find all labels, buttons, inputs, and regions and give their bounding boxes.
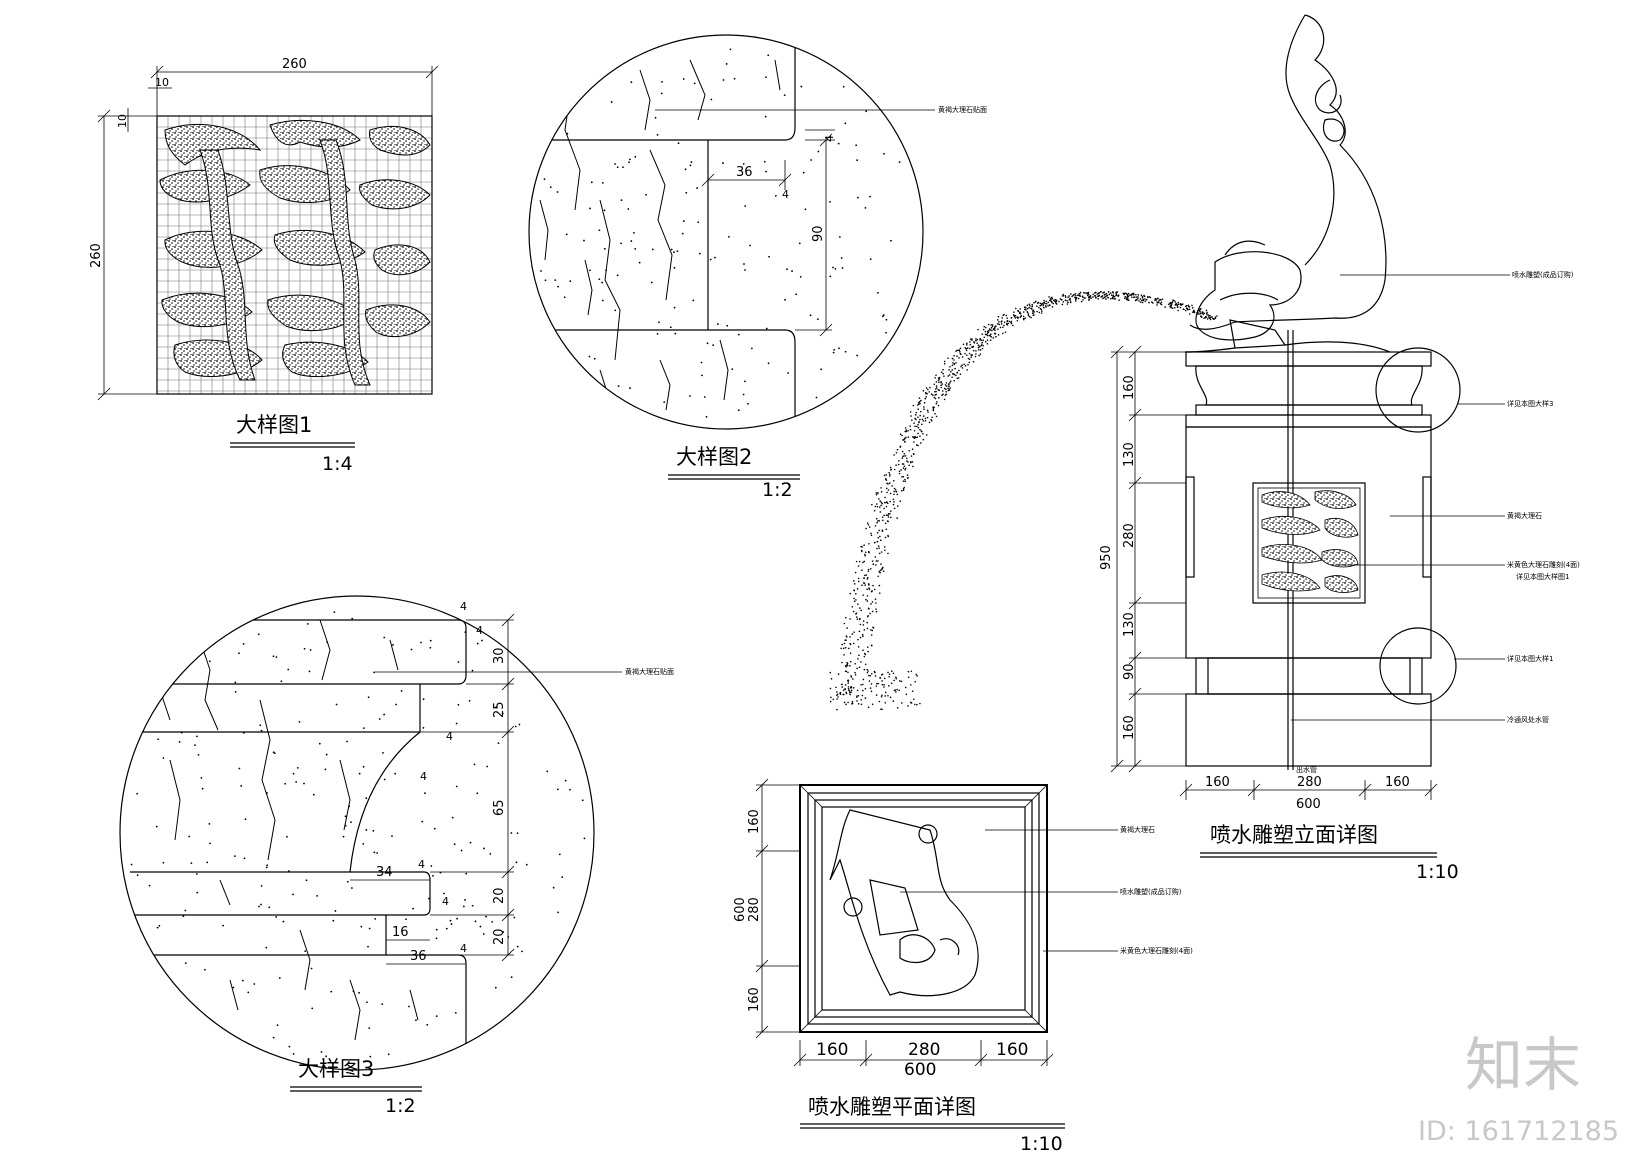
plan-dim-h160b: 160 [996, 1040, 1028, 1060]
elevation-dim-v160b: 160 [1122, 715, 1137, 740]
detail-1-frame [156, 115, 433, 395]
plan-scale: 1:10 [1020, 1133, 1063, 1155]
detail-1-scale: 1:4 [322, 453, 353, 475]
plan-dim-v160a: 160 [747, 809, 762, 834]
detail-1-title: 大样图1 [236, 413, 312, 437]
detail-3-dim-4a: 4 [460, 600, 467, 613]
watermark-id: ID: 161712185 [1418, 1116, 1619, 1147]
detail-3-scale: 1:2 [385, 1095, 416, 1117]
detail-1-ornament [159, 119, 431, 386]
detail-2-scale: 1:2 [762, 479, 793, 501]
elevation-dim-v130a: 130 [1122, 442, 1137, 467]
elevation-dim-total-height: 950 [1099, 545, 1114, 570]
watermark-logo: 知末 [1465, 1031, 1581, 1099]
detail-2-dim-36: 36 [736, 165, 753, 180]
detail-3-dim-36: 36 [410, 949, 427, 964]
detail-3-dim-16: 16 [392, 925, 409, 940]
watermark: 知末 ID: 161712185 [1418, 1031, 1619, 1147]
elevation-note-outlet: 出水管 [1296, 765, 1317, 774]
detail-3-dim-4d: 4 [420, 770, 427, 783]
elevation-dim-h280: 280 [1297, 775, 1322, 790]
plan-dim-v160b: 160 [747, 987, 762, 1012]
plan-note-marble: 黄褐大理石 [1120, 825, 1155, 834]
detail-1-dim-edge-left: 10 [116, 114, 129, 128]
plan-dim-total-width: 600 [904, 1060, 936, 1080]
detail-3-dim-20a: 20 [492, 887, 507, 904]
elevation-note-detail1a: 详见本图大样图1 [1516, 572, 1569, 581]
elevation-dim-v280: 280 [1122, 523, 1137, 548]
elevation-scale: 1:10 [1416, 861, 1459, 883]
detail-3-note: 黄褐大理石贴面 [625, 667, 674, 676]
detail-3-dim-4b: 4 [476, 624, 483, 637]
detail-2-title: 大样图2 [676, 445, 752, 469]
detail-3-title: 大样图3 [298, 1057, 374, 1081]
elevation-note-detail1b: 详见本图大样1 [1507, 654, 1553, 663]
detail-3-dim-25: 25 [492, 701, 507, 718]
elevation-pedestal [1185, 351, 1432, 767]
plan-dim-total-height: 600 [733, 897, 748, 922]
detail-3-dim-20b: 20 [492, 928, 507, 945]
elevation-view: 喷水雕塑(成品订购) 详见本图大样3 黄褐大理石 米黄色大理石雕刻(4面) 详见… [1099, 14, 1580, 883]
detail-2: 36 4 4 90 黄褐大理石贴面 大样图2 1:2 [528, 34, 987, 501]
detail-3-dim-4e: 4 [418, 858, 425, 871]
detail-3-dim-4f: 4 [442, 895, 449, 908]
water-spray [829, 290, 1218, 711]
detail-2-section [529, 40, 901, 429]
plan-sculpture [829, 809, 979, 997]
detail-3-dim-30: 30 [492, 647, 507, 664]
elevation-dim-total-width: 600 [1296, 797, 1321, 812]
detail-3-dim-34: 34 [376, 865, 393, 880]
detail-1-dim-edge-top: 10 [155, 76, 169, 89]
elevation-note-pipe: 冷通风处水管 [1507, 715, 1549, 724]
detail-3: 4 4 30 25 4 4 65 34 4 20 4 16 36 4 20 黄褐… [119, 595, 674, 1117]
elevation-carved-panel [1252, 482, 1366, 604]
elevation-note-carving: 米黄色大理石雕刻(4面) [1507, 560, 1580, 569]
detail-2-dim-90: 90 [811, 225, 826, 242]
elevation-dim-v90: 90 [1122, 663, 1137, 680]
elevation-dim-v130b: 130 [1122, 612, 1137, 637]
detail-2-dim-4b: 4 [823, 135, 836, 142]
elevation-title: 喷水雕塑立面详图 [1210, 823, 1378, 847]
detail-1: 260 10 260 10 大样图1 1:4 [89, 57, 439, 475]
plan-view: 黄褐大理石 喷水雕塑(成品订购) 米黄色大理石雕刻(4面) 160 280 16… [733, 778, 1193, 1155]
elevation-note-sculpture: 喷水雕塑(成品订购) [1512, 270, 1574, 279]
detail-2-dim-4a: 4 [782, 188, 789, 201]
detail-1-dim-width: 260 [282, 57, 307, 72]
plan-dim-v280: 280 [747, 897, 762, 922]
plan-note-sculpture: 喷水雕塑(成品订购) [1120, 887, 1182, 896]
elevation-dim-v160a: 160 [1122, 375, 1137, 400]
plan-dim-h160a: 160 [816, 1040, 848, 1060]
elevation-sculpture [1184, 14, 1391, 353]
detail-2-note: 黄褐大理石贴面 [938, 105, 987, 114]
plan-dim-h280: 280 [908, 1040, 940, 1060]
elevation-dim-h160a: 160 [1205, 775, 1230, 790]
elevation-dim-h160b: 160 [1385, 775, 1410, 790]
plan-note-carving: 米黄色大理石雕刻(4面) [1120, 946, 1193, 955]
detail-3-dim-4c: 4 [446, 730, 453, 743]
detail-3-dim-4g: 4 [460, 942, 467, 955]
elevation-note-detail3: 详见本图大样3 [1507, 399, 1553, 408]
plan-title: 喷水雕塑平面详图 [808, 1095, 976, 1119]
detail-1-dim-height: 260 [89, 243, 104, 268]
detail-3-dim-65: 65 [492, 799, 507, 816]
elevation-note-marble: 黄褐大理石 [1507, 511, 1542, 520]
